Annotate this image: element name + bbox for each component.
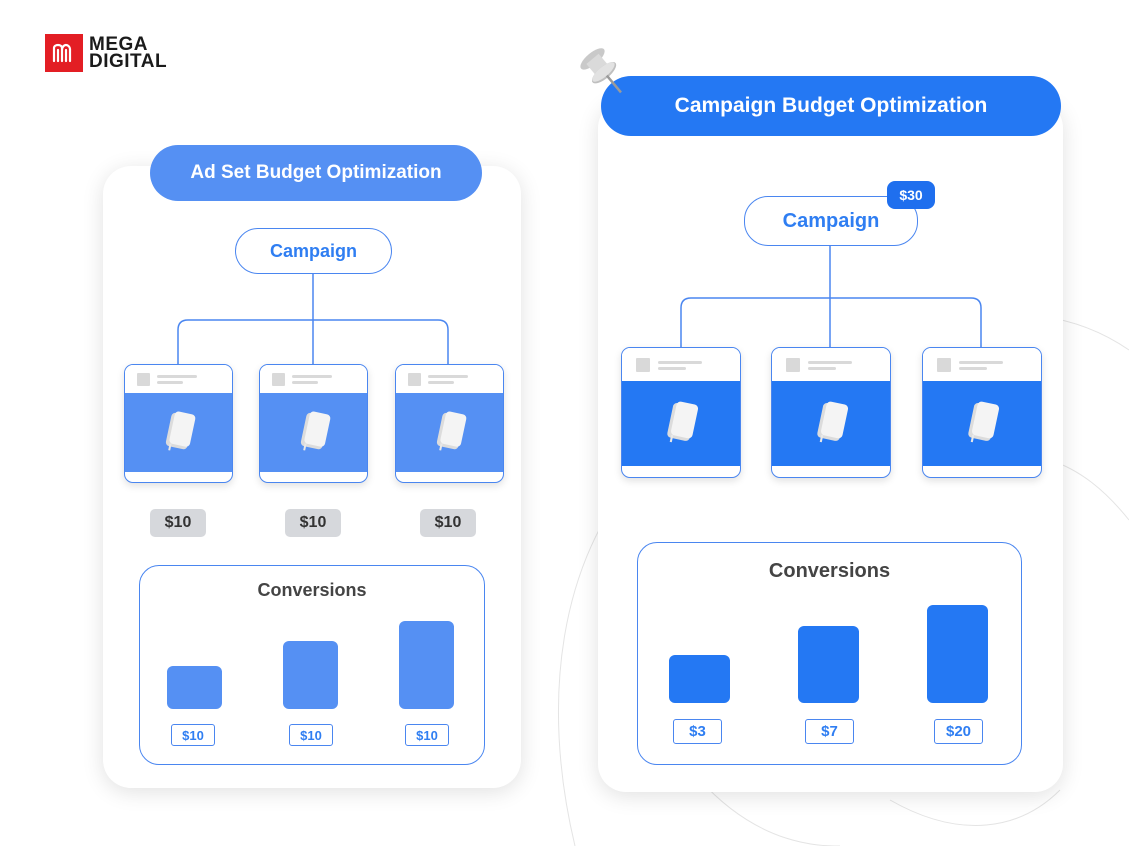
conversions-title: Conversions [257,580,367,600]
brand-name-line2: DIGITAL [89,51,168,72]
conversion-bar [669,655,730,703]
conversion-value-tag: $7 [805,719,854,744]
right-ad-set-card [621,347,741,478]
conversion-bar [167,666,222,709]
conversion-bar [283,641,338,709]
book-icon [817,401,849,442]
left-ad-set-card [259,364,368,483]
conversion-value-tag: $3 [673,719,722,744]
book-icon [300,411,330,451]
conversion-value-tag: $20 [934,719,983,744]
right-ad-set-card [771,347,891,478]
right-ad-set-card [922,347,1042,478]
ad-set-budget-chip: $10 [285,509,341,537]
ad-set-budget-chip: $10 [150,509,206,537]
left-panel-title: Ad Set Budget Optimization [150,145,482,201]
conversion-value-tag: $10 [171,724,215,746]
campaign-budget-badge: $30 [887,181,935,209]
conversion-value-tag: $10 [289,724,333,746]
left-ad-set-card [124,364,233,483]
brand-logo-icon [45,34,83,72]
left-campaign-node: Campaign [235,228,392,274]
book-icon [968,401,1000,442]
brand-logo: MEGA DIGITAL [45,34,167,72]
book-icon [436,411,466,451]
ad-set-budget-chip: $10 [420,509,476,537]
conversion-value-tag: $10 [405,724,449,746]
pushpin-icon [580,48,622,94]
conversions-title: Conversions [768,560,891,582]
brand-name-line1: MEGA [89,34,148,55]
conversion-bar [927,605,988,703]
book-icon [667,401,699,442]
book-icon [165,411,195,451]
right-panel-title: Campaign Budget Optimization [601,76,1061,136]
conversion-bar [399,621,454,709]
left-ad-set-card [395,364,504,483]
conversion-bar [798,626,859,703]
